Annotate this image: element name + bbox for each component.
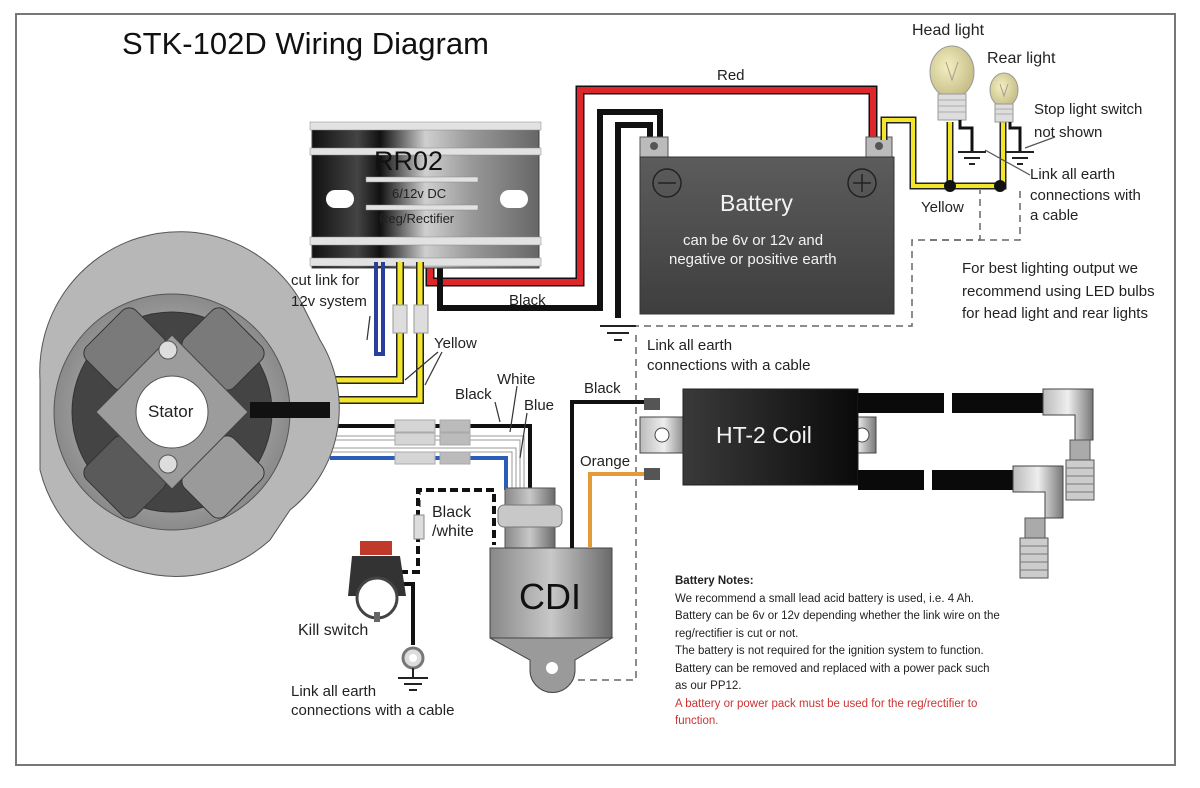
wire-label-black-white-1: Black	[432, 504, 472, 521]
kill-switch	[348, 541, 406, 622]
earth-symbols-lights	[958, 151, 1034, 165]
black-battery-wire	[437, 109, 663, 311]
regulator-desc-label: Reg/Rectifier	[379, 211, 455, 226]
battery-label: Battery	[720, 190, 793, 216]
stop-light-note-line2: not shown	[1034, 124, 1103, 141]
cut-link-wire	[374, 262, 385, 356]
spark-plug-caps	[1012, 388, 1095, 579]
diagram-title: STK-102D Wiring Diagram	[122, 26, 489, 61]
led-note-line1: For best lighting output we	[962, 260, 1138, 277]
earth-note-bottom-line2: connections with a cable	[291, 702, 455, 719]
stop-light-note-line1: Stop light switch	[1034, 101, 1143, 118]
wire-label-red: Red	[717, 67, 745, 84]
label-arrows-stator	[366, 315, 528, 459]
cdi-label: CDI	[519, 576, 581, 617]
regulator-model-label: RR02	[374, 146, 444, 176]
battery-notes-warning: function.	[675, 715, 719, 727]
coil-label: HT-2 Coil	[716, 422, 812, 448]
stator-label: Stator	[148, 402, 194, 421]
rear-light-bulb	[989, 72, 1019, 123]
battery	[639, 136, 895, 315]
rear-light-label: Rear light	[987, 50, 1056, 67]
ht-leads	[858, 393, 1048, 490]
wire-label-yellow-stator: Yellow	[434, 335, 477, 352]
regulator-rectifier	[309, 121, 542, 269]
wire-label-white: White	[497, 371, 536, 388]
earth-note-top-line3: a cable	[1030, 207, 1079, 224]
black-coil-wire	[570, 400, 655, 548]
battery-desc-line1: can be 6v or 12v and	[683, 232, 824, 249]
earth-note-bottom-line1: Link all earth	[291, 683, 377, 700]
stator	[39, 231, 340, 577]
wire-label-black-battery: Black	[509, 292, 546, 309]
battery-notes-warning: A battery or power pack must be used for…	[675, 697, 978, 710]
head-light-label: Head light	[912, 22, 985, 39]
battery-notes-line: Battery can be 6v or 12v depending wheth…	[675, 610, 1000, 622]
battery-notes-line: Battery can be removed and replaced with…	[675, 662, 990, 675]
head-light-bulb	[929, 45, 975, 121]
earth-note-top-line1: Link all earth	[1030, 166, 1116, 183]
earth-note-mid-line2: connections with a cable	[647, 357, 811, 374]
wire-label-yellow-lights: Yellow	[921, 199, 964, 216]
wire-label-black-stator: Black	[455, 386, 492, 403]
wire-label-black-coil: Black	[584, 380, 621, 397]
regulator-spec-label: 6/12v DC	[392, 186, 447, 201]
led-note-line3: for head light and rear lights	[962, 305, 1148, 322]
yellow-connectors	[392, 304, 429, 334]
cut-link-label-line1: cut link for	[291, 272, 360, 289]
battery-desc-line2: negative or positive earth	[669, 251, 837, 268]
orange-coil-wire	[588, 472, 655, 548]
earth-symbol-battery	[600, 325, 636, 341]
earth-ring-terminal	[398, 646, 428, 691]
wire-label-black-white-2: /white	[432, 523, 474, 540]
kill-switch-label: Kill switch	[298, 622, 369, 639]
battery-notes-heading: Battery Notes:	[675, 575, 754, 587]
battery-notes: Battery Notes: We recommend a small lead…	[675, 573, 1045, 731]
cut-link-label-line2: 12v system	[291, 293, 367, 310]
battery-notes-line: as our PP12.	[675, 680, 742, 692]
kill-switch-earth-wire	[400, 582, 415, 645]
annotation-arrows-lights	[984, 136, 1056, 176]
wire-label-orange: Orange	[580, 453, 631, 470]
black-white-wire-dashed	[400, 488, 496, 574]
wire-label-blue: Blue	[524, 397, 555, 414]
battery-notes-line: reg/rectifier is cut or not.	[675, 627, 799, 640]
signal-connectors	[394, 419, 471, 465]
earth-note-mid-line1: Link all earth	[647, 337, 733, 354]
led-note-line2: recommend using LED bulbs	[962, 283, 1155, 300]
cdi-unit	[489, 487, 614, 693]
bulb-earth-wires	[958, 120, 1022, 152]
battery-notes-line: The battery is not required for the igni…	[675, 645, 984, 657]
battery-notes-line: We recommend a small lead acid battery i…	[675, 592, 974, 605]
earth-note-top-line2: connections with	[1030, 187, 1141, 204]
ht2-coil	[639, 388, 877, 486]
